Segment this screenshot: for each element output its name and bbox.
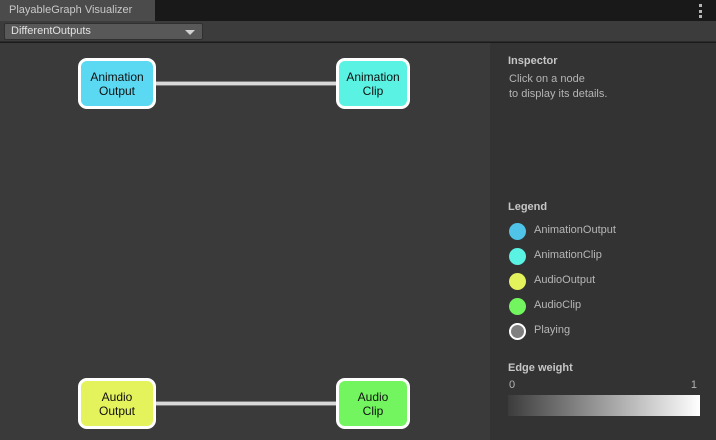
legend-item-label: AudioOutput xyxy=(534,274,596,286)
legend-item-label: AudioClip xyxy=(534,299,582,311)
kebab-dot xyxy=(698,15,702,18)
graph-selector-value: DifferentOutputs xyxy=(11,25,91,37)
inspector-message: Click on a node to display its details. xyxy=(509,73,608,100)
legend-item-label: AnimationOutput xyxy=(534,224,616,236)
legend-item-label: AnimationClip xyxy=(534,249,602,261)
graph-node-animation-output[interactable]: Animation Output xyxy=(78,58,156,109)
kebab-dot xyxy=(698,9,702,13)
graph-node-label: Animation Output xyxy=(90,69,144,98)
legend-color-swatch-icon xyxy=(509,298,526,315)
legend-color-swatch-icon xyxy=(509,248,526,265)
legend-color-swatch-icon xyxy=(509,223,526,240)
kebab-menu-icon[interactable] xyxy=(694,3,706,19)
legend-item: AudioClip xyxy=(490,294,716,319)
edge-weight-max-label: 1 xyxy=(690,379,697,391)
tab-playablegraph-visualizer[interactable]: PlayableGraph Visualizer xyxy=(0,0,155,21)
edge-weight-title: Edge weight xyxy=(508,362,573,374)
graph-edge[interactable] xyxy=(153,402,339,405)
kebab-dot xyxy=(698,4,702,7)
edge-weight-gradient-bar xyxy=(508,395,700,416)
graph-node-label: Animation Clip xyxy=(346,69,400,98)
legend-item: Playing xyxy=(490,319,716,344)
graph-node-animation-clip[interactable]: Animation Clip xyxy=(336,58,410,109)
chevron-down-icon xyxy=(185,30,195,35)
legend-item: AnimationClip xyxy=(490,244,716,269)
inspector-title: Inspector xyxy=(508,55,558,67)
toolbar: DifferentOutputs xyxy=(0,21,716,42)
legend-item: AnimationOutput xyxy=(490,219,716,244)
legend-item: AudioOutput xyxy=(490,269,716,294)
graph-edge[interactable] xyxy=(153,82,339,85)
graph-node-audio-output[interactable]: Audio Output xyxy=(78,378,156,429)
graph-node-label: Audio Output xyxy=(98,389,136,418)
inspector-panel: Inspector Click on a node to display its… xyxy=(490,43,716,440)
graph-node-audio-clip[interactable]: Audio Clip xyxy=(336,378,410,429)
edge-weight-min-label: 0 xyxy=(509,379,516,391)
legend-color-swatch-icon xyxy=(509,323,526,340)
graph-node-label: Audio Clip xyxy=(357,389,389,418)
legend-color-swatch-icon xyxy=(509,273,526,290)
window-tab-bar: PlayableGraph Visualizer xyxy=(0,0,716,21)
graph-selector-dropdown[interactable]: DifferentOutputs xyxy=(4,23,203,40)
legend-item-label: Playing xyxy=(534,324,571,336)
legend-title: Legend xyxy=(508,201,548,213)
